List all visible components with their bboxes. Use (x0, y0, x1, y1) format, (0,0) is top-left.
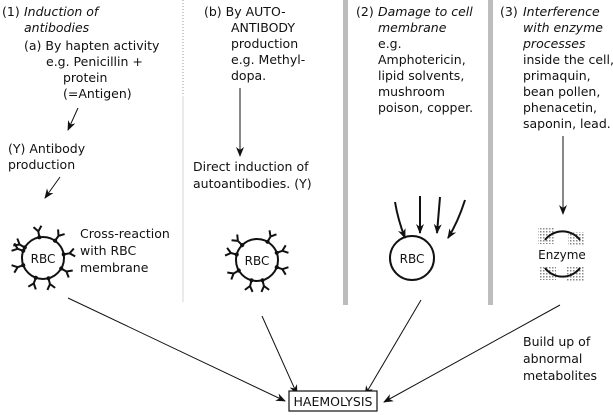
antibody-icon (59, 266, 73, 278)
rbc-with-antibodies-2: RBC (224, 230, 289, 293)
text-line: production (231, 36, 298, 51)
text-line: inside the cell, (523, 52, 613, 67)
text-line: metabolites (523, 368, 597, 383)
gray-divider-2 (488, 0, 493, 305)
antibody-icon (244, 278, 254, 293)
label-1: (1) (2, 4, 20, 19)
buildup-text: Build up of (523, 334, 591, 349)
text-line: primaquin, (523, 68, 591, 83)
arrow (67, 107, 79, 131)
text-line: poison, copper. (378, 100, 473, 115)
rbc-label: RBC (245, 254, 270, 268)
text-line: membrane (378, 20, 447, 35)
heading-interference: Interference (523, 4, 600, 19)
rbc-label: RBC (31, 252, 56, 266)
text-line: Amphotericin, (378, 52, 466, 67)
shaded-area (538, 228, 554, 244)
arrow (261, 315, 298, 395)
antibody-icon (224, 247, 239, 257)
arrow (67, 297, 286, 402)
haemolysis-label: HAEMOLYSIS (294, 394, 373, 409)
rbc-label: RBC (400, 252, 425, 266)
antibody-icon (265, 230, 277, 244)
shaded-area (540, 266, 556, 280)
text-line: autoantibodies. (Y) (193, 176, 312, 191)
text-line: abnormal (523, 351, 582, 366)
column-membrane-damage: (2) Damage to cell membrane e.g. Amphote… (356, 4, 473, 115)
antibody-icon (274, 265, 289, 276)
heading-damage: Damage to cell (378, 4, 473, 19)
enzyme-label: Enzyme (538, 248, 586, 262)
antibody-icon (46, 276, 56, 291)
antibody-icon (11, 263, 26, 274)
direct-induction-text: Direct induction of (193, 159, 309, 174)
antibody-icon (260, 278, 270, 293)
label-2: (2) (356, 4, 374, 19)
arrow (433, 196, 442, 234)
gray-divider-1 (343, 0, 348, 305)
arrow (383, 304, 561, 403)
heading-antibodies: antibodies (24, 20, 90, 35)
antibody-icon (61, 247, 76, 258)
antibody-icon (11, 242, 26, 253)
hapten-text: (a) By hapten activity (24, 38, 160, 53)
text-line: production (8, 157, 75, 172)
rbc-circle (389, 235, 435, 281)
column-induction-antibodies: (1) Induction of antibodies (a) By hapte… (2, 4, 170, 275)
text-line: saponin, lead. (523, 116, 611, 131)
text-line: bean pollen, (523, 84, 600, 99)
rbc-membrane-damage: RBC (389, 196, 466, 281)
antibody-icon (53, 229, 65, 243)
enzyme-arc (544, 230, 581, 241)
text-line: e.g. (378, 36, 402, 51)
text-line: e.g. Penicillin + (46, 54, 143, 69)
antibody-icon (231, 234, 245, 248)
antibody-icon (32, 225, 43, 240)
column-autoantibody: (b) By AUTO- ANTIBODY production e.g. Me… (193, 4, 312, 191)
haemolysis-box (288, 390, 378, 412)
text-line: lipid solvents, (378, 68, 464, 83)
cross-reaction-text: Cross-reaction (80, 226, 170, 241)
text-line: mushroom (378, 84, 445, 99)
text-line: membrane (80, 260, 149, 275)
rbc-with-antibodies-1: RBC (11, 225, 76, 291)
text-line: e.g. Methyl- (231, 52, 305, 67)
rbc-circle (235, 238, 279, 282)
enzyme-disrupted: Enzyme (538, 228, 586, 282)
enzyme-arc (544, 267, 581, 278)
rbc-circle (21, 236, 65, 280)
arrow (394, 201, 406, 239)
column-enzyme-interference: (3) Interference with enzyme processes i… (500, 4, 613, 383)
antibody-icon (274, 244, 289, 255)
text-line: phenacetin, (523, 100, 597, 115)
heading-induction: Induction of (24, 4, 100, 19)
label-3: (3) (500, 4, 518, 19)
arrow (364, 299, 422, 396)
text-line: (b) By AUTO- (204, 4, 286, 19)
text-line: ANTIBODY (231, 20, 295, 35)
text-line: protein (63, 70, 107, 85)
text-line: processes (522, 36, 586, 51)
arrow (447, 199, 466, 239)
text-line: with enzyme (523, 20, 603, 35)
antibody-icon (227, 268, 241, 280)
shaded-area (568, 232, 584, 246)
text-line: with RBC (80, 243, 137, 258)
arrow (44, 176, 61, 199)
antibody-production-text: (Y) Antibody (8, 141, 86, 156)
antibody-icon (27, 275, 38, 290)
text-line: dopa. (231, 68, 266, 83)
text-line: (=Antigen) (63, 86, 132, 101)
